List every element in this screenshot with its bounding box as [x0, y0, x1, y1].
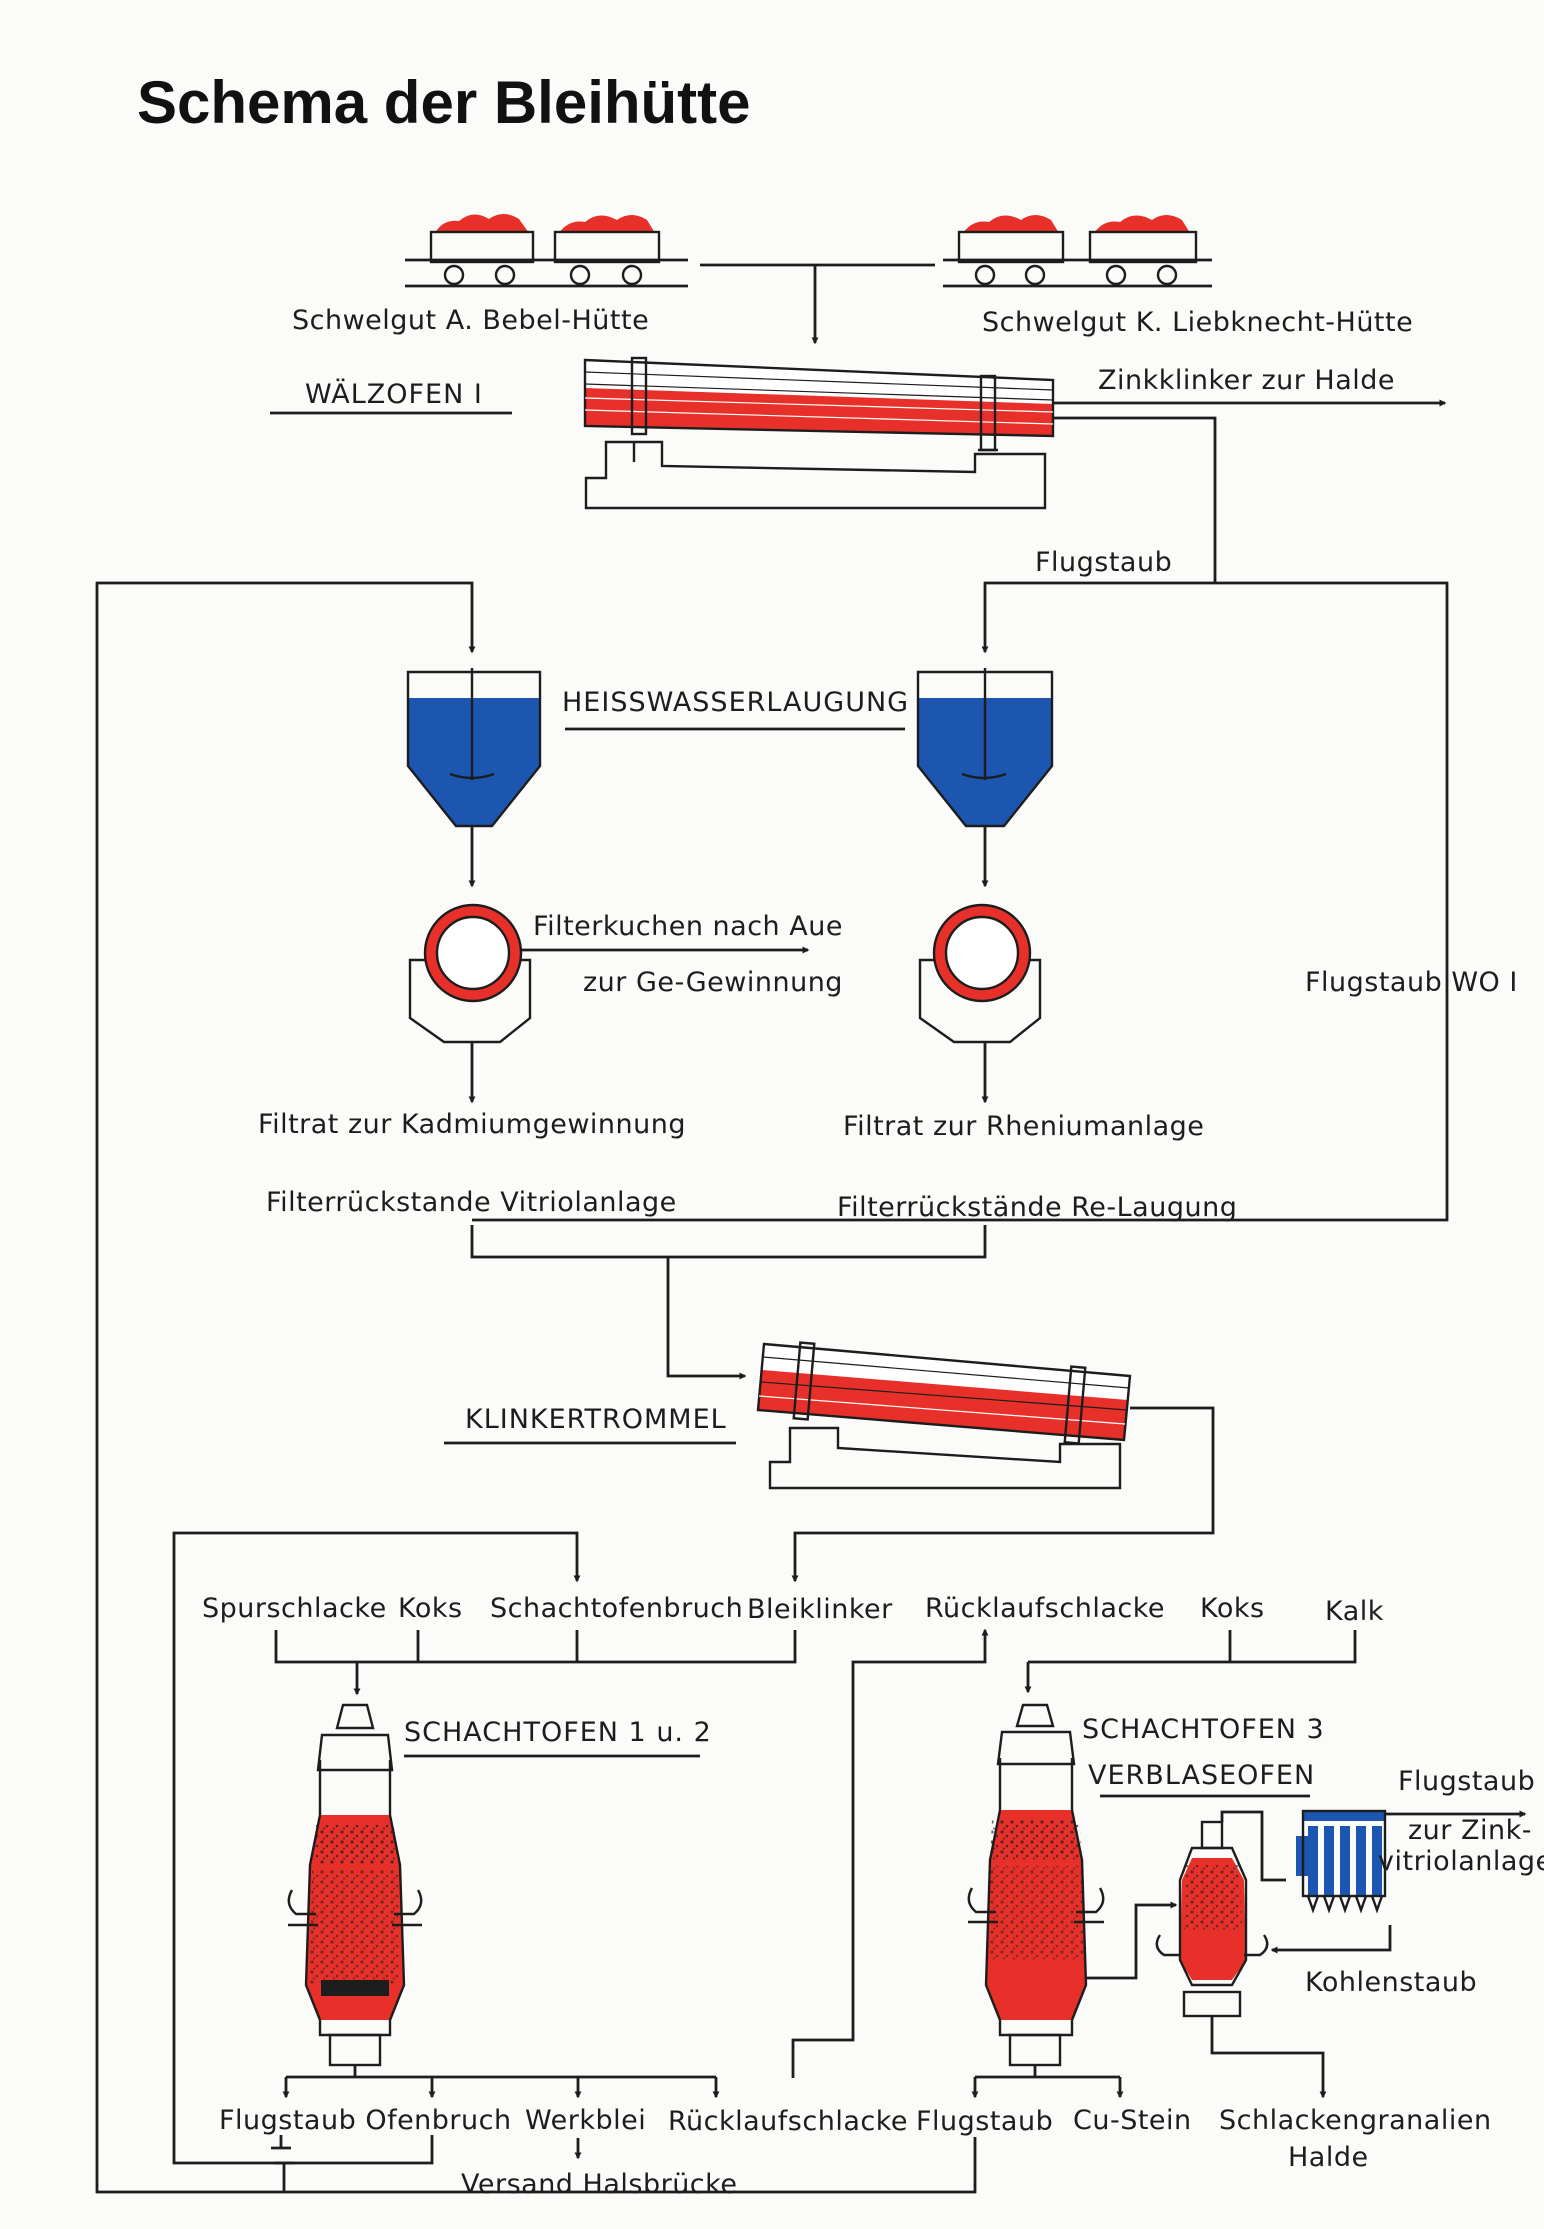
shaft-furnace-12 [287, 1703, 423, 2067]
leach-tank-1 [406, 668, 542, 828]
label-zinkklinker: Zinkklinker zur Halde [1098, 365, 1395, 396]
label-versand: Versand Halsbrücke [461, 2169, 737, 2200]
label-filterr-re: Filterrückstände Re-Laugung [837, 1192, 1237, 1223]
line-feed-collect-3 [1028, 1630, 1357, 1664]
line-flugstaub-walzofen [1053, 416, 1217, 583]
arrow-kohlenstaub [1270, 1925, 1392, 1954]
electrostatic-filter [1296, 1809, 1387, 1914]
label-kohlenstaub: Kohlenstaub [1305, 1967, 1477, 1998]
arrow-to-verblaseofen [1086, 1901, 1178, 1980]
label-filtrat-kadmium: Filtrat zur Kadmiumgewinnung [258, 1109, 686, 1140]
label-rucklaufschlacke-top: Rücklaufschlacke [925, 1593, 1165, 1624]
label-halde: Halde [1288, 2142, 1369, 2173]
label-werkblei: Werkblei [525, 2105, 646, 2136]
label-walzofen: WÄLZOFEN I [305, 378, 483, 410]
label-vitriolanlage: vitriolanlage [1378, 1846, 1544, 1877]
label-flugstaub-bottom: Flugstaub [916, 2106, 1053, 2137]
line-rucklaufschlacke-return [791, 1628, 989, 2078]
label-spurschlacke: Spurschlacke [202, 1593, 387, 1624]
leach-tank-2 [916, 668, 1054, 828]
label-schwelgut-bebel: Schwelgut A. Bebel-Hütte [292, 305, 649, 336]
converter-verblaseofen [1155, 1820, 1269, 2018]
arrow-to-klinkertrommel [666, 1257, 747, 1380]
shaft-furnace-3 [967, 1703, 1105, 2067]
label-heisswasser: HEISSWASSERLAUGUNG [562, 687, 909, 718]
label-flugstaub-wo: Flugstaub WO I [1305, 967, 1518, 998]
line-schachtofenbruch-loop [172, 1531, 581, 2040]
line-flugstaub-wo [472, 581, 1449, 1222]
page-title: Schema der Bleihütte [137, 69, 751, 136]
label-flugstaub-ofenbruch: Flugstaub Ofenbruch [219, 2105, 512, 2136]
rotary-kiln-walzofen [583, 356, 1055, 510]
label-filtrat-rhenium: Filtrat zur Rheniumanlage [843, 1111, 1204, 1142]
arrow-bleiklinker [791, 1406, 1215, 1583]
ore-wagons-bebel [405, 214, 688, 288]
line-flugstaub-return [95, 2058, 977, 2194]
label-verblaseofen: VERBLASEOFEN [1088, 1760, 1315, 1791]
label-schachtofen-12: SCHACHTOFEN 1 u. 2 [404, 1717, 712, 1748]
label-schachtofen-3: SCHACHTOFEN 3 [1082, 1714, 1325, 1745]
line-outer-loop-left [95, 581, 476, 2058]
line-filterr-collect [470, 1225, 987, 1259]
drum-filter-1 [408, 903, 532, 1044]
label-ge-gewinnung: zur Ge-Gewinnung [583, 967, 843, 998]
label-kalk: Kalk [1325, 1596, 1384, 1627]
label-schlackengranalien: Schlackengranalien [1219, 2105, 1492, 2136]
label-rucklaufschlacke-bottom: Rücklaufschlacke [668, 2106, 908, 2137]
label-schachtofenbruch: Schachtofenbruch [490, 1593, 743, 1624]
rotary-drum-klinkertrommel [756, 1341, 1132, 1490]
label-flugstaub-top: Flugstaub [1035, 547, 1172, 578]
label-filterkuchen: Filterkuchen nach Aue [533, 911, 843, 942]
label-filterr-vitriol: Filterrückstande Vitriolanlage [266, 1187, 677, 1218]
label-flugstaub-right: Flugstaub [1398, 1766, 1535, 1797]
label-bleiklinker: Bleiklinker [747, 1594, 893, 1625]
line-ofenbruch-return [172, 2040, 434, 2165]
arrow-flugstaub-to-tank-2 [981, 581, 1215, 654]
ore-wagons-liebknecht [943, 215, 1212, 288]
label-koks-1: Koks [398, 1593, 463, 1624]
label-zur-zink: zur Zink- [1408, 1815, 1532, 1846]
label-koks-2: Koks [1200, 1593, 1265, 1624]
drum-filter-2 [918, 903, 1042, 1044]
label-cu-stein: Cu-Stein [1073, 2105, 1192, 2136]
line-feed-collect-1 [274, 1630, 797, 1664]
label-klinkertrommel: KLINKERTROMMEL [465, 1404, 727, 1435]
arrow-schlackengranalien [1210, 2016, 1327, 2099]
label-schwelgut-liebknecht: Schwelgut K. Liebknecht-Hütte [982, 307, 1413, 338]
